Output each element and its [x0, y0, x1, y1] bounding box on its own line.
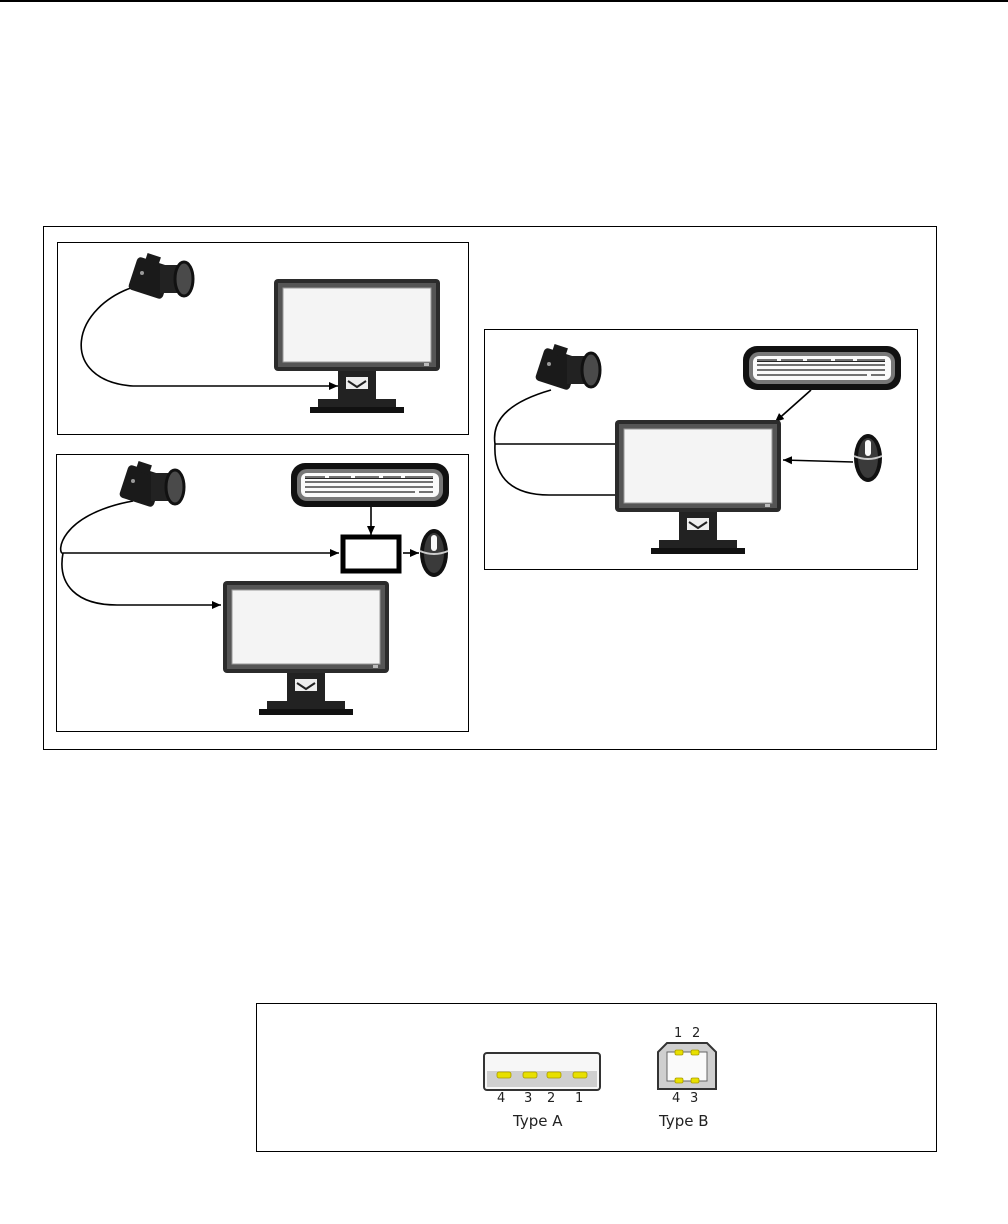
camera-monitor-cable [62, 553, 221, 605]
monitor-icon [615, 420, 781, 554]
keyboard-icon [743, 346, 901, 390]
type-b-pin-label: 3 [690, 1091, 698, 1106]
camera-icon [128, 253, 193, 300]
type-a-pin-label: 3 [524, 1091, 532, 1106]
panel-camera-hub [56, 454, 469, 732]
type-b-label: Type B [659, 1112, 709, 1130]
camera-cable-branch [495, 390, 551, 444]
panel-camera-keyboard-mouse [484, 329, 918, 570]
keyboard-monitor-cable [775, 390, 811, 422]
usb-pin [675, 1050, 683, 1055]
mouse-monitor-cable [783, 460, 853, 462]
usb-pin [523, 1072, 537, 1078]
usb-pin [497, 1072, 511, 1078]
camera-monitor-cable-lower [495, 444, 615, 495]
type-a-pin-label: 2 [547, 1091, 555, 1106]
keyboard-icon [291, 463, 449, 507]
usb-type-b-connector [657, 1042, 717, 1090]
panel-camera-monitor [57, 242, 469, 435]
usb-type-a-connector [483, 1052, 601, 1094]
usb-pin [675, 1078, 683, 1083]
monitor-icon [223, 581, 389, 715]
hub-box [343, 537, 399, 571]
camera-cable-branch [61, 501, 133, 553]
type-b-pin-label: 4 [672, 1091, 680, 1106]
usb-connector-figure: 4 3 2 1 Type A 1 2 4 3 Type B [256, 1003, 937, 1152]
usb-pin [573, 1072, 587, 1078]
camera-icon [535, 344, 600, 391]
type-a-pin-label: 1 [575, 1091, 583, 1106]
type-b-pin-label: 2 [692, 1026, 700, 1041]
mouse-icon [420, 529, 448, 577]
usb-pin [547, 1072, 561, 1078]
type-a-label: Type A [513, 1112, 562, 1130]
usb-pin [691, 1050, 699, 1055]
header-rule [0, 0, 1008, 2]
usb-pin [691, 1078, 699, 1083]
type-a-pin-label: 4 [497, 1091, 505, 1106]
mouse-icon [854, 434, 882, 482]
monitor-icon [274, 279, 440, 413]
camera-icon [119, 461, 184, 508]
type-b-pin-label: 1 [674, 1026, 682, 1041]
